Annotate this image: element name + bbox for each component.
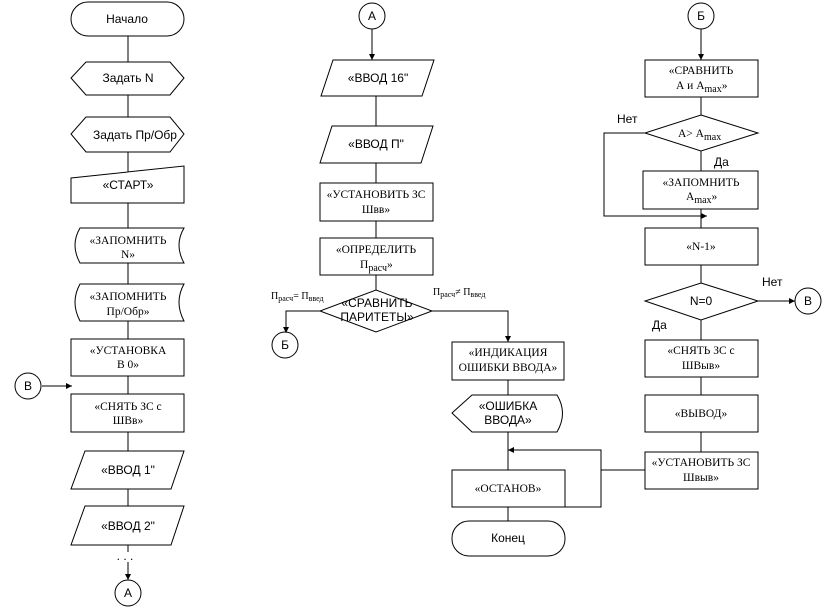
clear-zs-process <box>70 393 185 433</box>
connector-b-left <box>271 331 299 359</box>
set-output-process <box>644 451 759 490</box>
start-terminal <box>70 1 185 37</box>
set-n-label: Задать N <box>102 71 153 85</box>
end-label: Конец <box>491 531 525 545</box>
save-pr-storage <box>74 283 185 322</box>
define-line1: «ОПРЕДЕЛИТЬ <box>336 244 417 256</box>
set-zs-line1: «УСТАНОВИТЬ ЗС <box>327 189 426 201</box>
connector-a-top <box>358 2 386 30</box>
continuation-dots: . . . <box>117 549 134 563</box>
a-greater-label: А> Аmax <box>678 128 721 143</box>
compare-parity-line1: «СРАВНИТЬ <box>341 296 412 310</box>
connector-a-top-label: А <box>368 9 376 23</box>
error-display-line1: «ОШИБКА <box>479 399 538 413</box>
no-label-2: Нет <box>762 275 783 289</box>
yes-label-1: Да <box>714 155 729 169</box>
notequal-condition-label: Прасч≠ Пввед <box>433 287 485 299</box>
branch-right-line <box>432 310 509 342</box>
start-cmd-input <box>70 165 185 204</box>
branch-left-line <box>285 310 320 333</box>
n-zero-decision <box>643 282 760 321</box>
error-display <box>451 394 563 433</box>
reset-line1: «УСТАНОВКА <box>90 345 167 357</box>
input2-label: «ВВОД 2" <box>101 519 155 533</box>
input-p-label: «ВВОД П" <box>348 137 404 151</box>
compare-parity-line2: ПАРИТЕТЫ» <box>340 310 414 324</box>
compare-parity-decision <box>318 289 434 333</box>
connector-b-top-label: Б <box>697 9 705 23</box>
define-line2: Прасч» <box>360 259 393 274</box>
save-pr-line1: «ЗАПОМНИТЬ <box>90 291 167 303</box>
yes-label-2: Да <box>652 318 667 332</box>
connector-v-left-label: В <box>24 379 32 393</box>
input16-label: «ВВОД 16" <box>348 71 408 85</box>
define-process <box>319 237 434 276</box>
output-process <box>644 394 759 433</box>
set-zs-line2: Швв» <box>362 204 390 216</box>
save-amax-line1: «ЗАПОМНИТЬ <box>663 177 740 189</box>
compare-a-process <box>644 59 759 98</box>
set-output-line2: Швыв» <box>683 472 719 484</box>
clear-zs-line1: «СНЯТЬ ЗС с <box>94 401 161 413</box>
input1-label: «ВВОД 1" <box>101 463 155 477</box>
connector-a-bottom-label: А <box>124 586 132 600</box>
column-3: Б «СРАВНИТЬ А и Аmax» А> Аmax Нет Да «ЗА… <box>508 2 822 508</box>
set-zs-process <box>319 182 434 222</box>
clear-output-process <box>644 339 759 378</box>
clear-output-line1: «СНЯТЬ ЗС с <box>667 345 734 357</box>
connector-b-left-label: Б <box>281 338 289 352</box>
indicate-error-process <box>451 341 565 381</box>
connector-v-right-label: В <box>804 294 812 308</box>
reset-line2: В 0» <box>117 359 139 371</box>
compare-a-line1: «СРАВНИТЬ <box>669 65 734 77</box>
column-1: Начало Задать N Задать Пр/Обр «СТАРТ» «З… <box>14 1 185 607</box>
input2-io <box>70 505 185 546</box>
stop-label: «ОСТАНОВ» <box>475 483 542 495</box>
decrement-label: «N-1» <box>686 241 716 253</box>
connector-v-left <box>14 372 42 400</box>
column-2: А «ВВОД 16" «ВВОД П" «УСТАНОВИТЬ ЗС Швв»… <box>271 2 566 557</box>
input-p-io <box>319 125 434 164</box>
save-n-line1: «ЗАПОМНИТЬ <box>90 235 167 247</box>
save-pr-line2: Пр/Обр» <box>107 306 150 318</box>
col2-flow-lines <box>371 29 509 521</box>
save-n-storage <box>74 227 185 264</box>
input16-io <box>320 59 435 97</box>
clear-output-line2: ШВыв» <box>682 360 720 372</box>
set-pr-label: Задать Пр/Обр <box>93 128 177 142</box>
no-bypass-line <box>603 132 707 217</box>
clear-zs-line2: ШВв» <box>113 415 144 427</box>
compare-a-line2: А и Аmax» <box>676 80 728 95</box>
indicate-error-line2: ОШИБКИ ВВОДА» <box>459 362 558 374</box>
output-label: «ВЫВОД» <box>675 408 728 420</box>
stop-process <box>451 469 566 508</box>
indicate-error-line1: «ИНДИКАЦИЯ <box>469 347 548 359</box>
a-greater-decision <box>643 114 760 152</box>
end-terminal <box>451 520 566 557</box>
error-display-line2: ВВОДА» <box>484 413 532 427</box>
start-label: Начало <box>106 12 148 26</box>
connector-b-top <box>687 2 715 30</box>
save-amax-process <box>642 170 759 210</box>
no-label-1: Нет <box>617 112 638 126</box>
decrement-process <box>644 227 759 266</box>
n-zero-label: N=0 <box>690 294 713 308</box>
equal-condition-label: Прасч= Пввед <box>271 291 324 303</box>
set-n-prep <box>70 61 185 96</box>
input1-io <box>70 450 185 490</box>
return-merge-line <box>508 449 602 470</box>
set-pr-prep <box>70 116 185 153</box>
set-output-line1: «УСТАНОВИТЬ ЗС <box>652 457 751 469</box>
save-n-line2: N» <box>121 249 135 261</box>
save-amax-line2: Аmax» <box>686 191 718 206</box>
reset-process <box>70 338 185 377</box>
return-to-stop-line <box>508 469 645 508</box>
start-cmd-label: «СТАРТ» <box>103 178 154 192</box>
